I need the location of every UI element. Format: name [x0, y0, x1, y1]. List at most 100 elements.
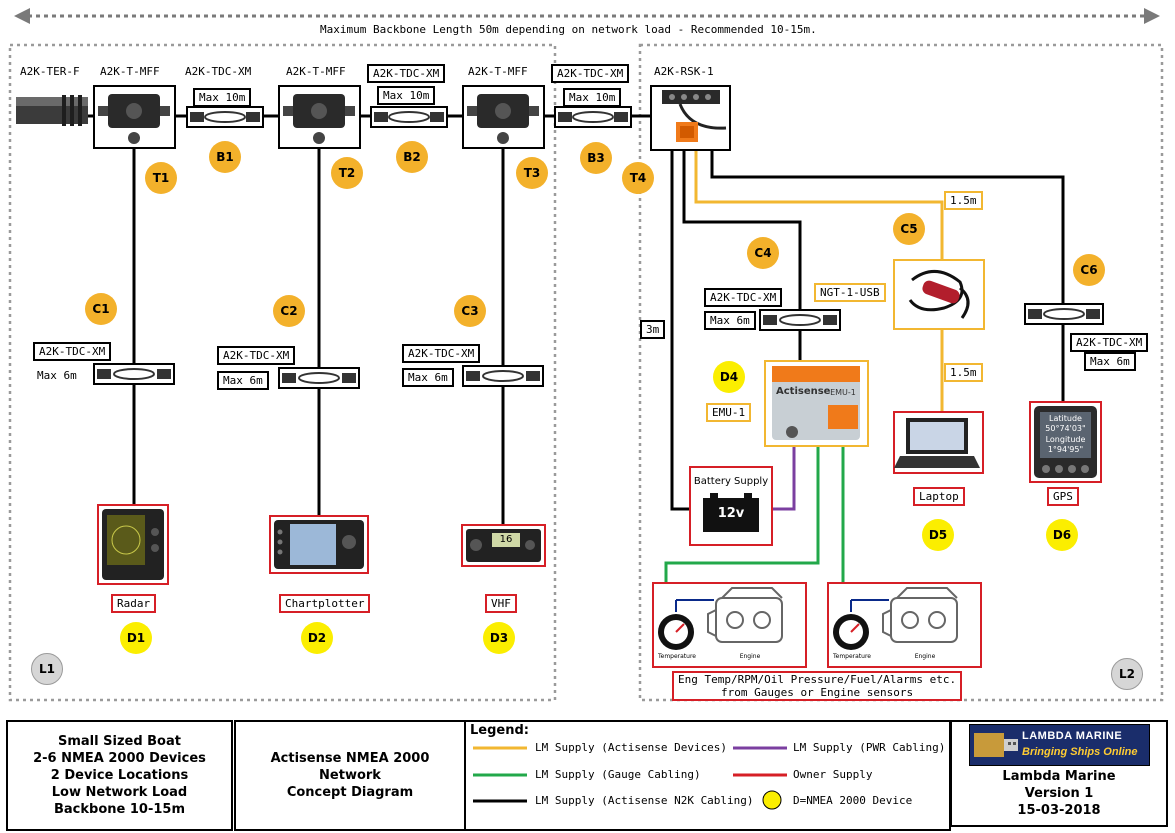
node-d2: D2 — [301, 622, 333, 654]
caption-radar: Radar — [111, 594, 157, 613]
label-max-b3: Max 10m — [563, 88, 622, 107]
company-date: 15-03-2018 — [1017, 803, 1101, 818]
backbone-banner: Maximum Backbone Length 50m depending on… — [320, 23, 817, 36]
gps-lat-label: Latitude — [1049, 414, 1082, 423]
company-name: Lambda Marine — [1002, 769, 1116, 784]
label-c1-max: Max 6m — [33, 368, 81, 383]
radar-device — [97, 504, 169, 585]
legend-n2k: LM Supply (Actisense N2K Cabling) — [535, 794, 754, 807]
node-l1: L1 — [31, 653, 63, 685]
label-c3-tdc: A2K-TDC-XM — [402, 344, 481, 363]
node-c3: C3 — [454, 295, 486, 327]
cable-usb-c5 — [694, 150, 944, 260]
footer-title: Actisense NMEA 2000 Network Concept Diag… — [234, 720, 466, 831]
drop-cable-box-c1 — [93, 363, 175, 385]
label-1-5m-lower: 1.5m — [944, 363, 983, 382]
footer-summary: Small Sized Boat 2-6 NMEA 2000 Devices 2… — [6, 720, 233, 831]
gauge-temp-label-2: Temperature — [832, 653, 871, 660]
company-version: Version 1 — [1024, 786, 1094, 801]
terminator — [16, 95, 88, 126]
node-c6: C6 — [1073, 254, 1105, 286]
node-c1: C1 — [85, 293, 117, 325]
label-emu: EMU-1 — [706, 403, 752, 422]
rsk-hub — [650, 85, 731, 151]
gps-lon-label: Longitude — [1045, 435, 1086, 444]
label-tdc2: A2K-TDC-XM — [367, 64, 446, 83]
label-3m: 3m — [640, 320, 666, 339]
node-d4: D4 — [713, 361, 745, 393]
cable-3m-battery — [670, 150, 690, 511]
location-l1-area — [8, 43, 557, 702]
label-ter: A2K-TER-F — [20, 65, 80, 78]
vhf-display: 16 — [499, 534, 513, 545]
tee-connector-t3 — [462, 85, 545, 149]
node-l2: L2 — [1111, 658, 1143, 690]
label-c4-max: Max 6m — [704, 311, 756, 330]
drop-cable-box-c2 — [278, 367, 360, 389]
label-c6-max: Max 6m — [1084, 352, 1136, 371]
drop-cable-box-c6 — [1024, 303, 1104, 325]
ngt-usb-device — [893, 259, 985, 330]
pwr-cable — [772, 446, 796, 511]
tee-connector-t1 — [93, 85, 176, 149]
node-d3: D3 — [483, 622, 515, 654]
caption-laptop: Laptop — [913, 487, 965, 506]
node-c2: C2 — [273, 295, 305, 327]
drop-cable-c4 — [682, 150, 802, 362]
gps-lat: 50°74'03" — [1045, 424, 1086, 433]
label-c4-tdc: A2K-TDC-XM — [704, 288, 783, 307]
node-d1: D1 — [120, 622, 152, 654]
laptop-device — [893, 411, 984, 474]
label-max-b1: Max 10m — [193, 88, 252, 107]
summary-line-2: 2-6 NMEA 2000 Devices — [33, 751, 206, 766]
emu-device — [764, 360, 869, 447]
summary-line-3: 2 Device Locations — [50, 768, 189, 783]
backbone-cable-b2 — [370, 106, 448, 128]
battery-voltage: 12v — [717, 506, 745, 521]
title-line-1: Actisense NMEA 2000 — [270, 751, 430, 766]
backbone-length-arrow — [14, 8, 1160, 24]
label-c2-tdc: A2K-TDC-XM — [217, 346, 296, 365]
label-tdc1: A2K-TDC-XM — [185, 65, 252, 78]
summary-line-5: Backbone 10-15m — [54, 802, 185, 817]
summary-line-4: Low Network Load — [51, 785, 188, 800]
label-c6-tdc: A2K-TDC-XM — [1070, 333, 1149, 352]
company-logo: LAMBDA MARINE Bringing Ships Online — [969, 724, 1150, 766]
summary-line-1: Small Sized Boat — [58, 734, 181, 749]
tee-connector-t2 — [278, 85, 361, 149]
drop-cable-box-c4 — [759, 309, 841, 331]
node-d5: D5 — [922, 519, 954, 551]
label-1-5m-upper: 1.5m — [944, 191, 983, 210]
drop-cable-c6 — [710, 150, 1065, 402]
logo-text: LAMBDA MARINE — [1022, 730, 1123, 742]
label-max-b2: Max 10m — [377, 86, 436, 105]
node-b3: B3 — [580, 142, 612, 174]
legend-device: D=NMEA 2000 Device — [793, 794, 913, 807]
legend-title: Legend: — [470, 723, 529, 738]
legend-owner: Owner Supply — [793, 768, 873, 781]
label-rsk: A2K-RSK-1 — [654, 65, 714, 78]
emu-brand: Actisense — [776, 386, 831, 397]
node-t2: T2 — [331, 157, 363, 189]
node-c4: C4 — [747, 237, 779, 269]
engine-note-line-2: from Gauges or Engine sensors — [721, 686, 914, 699]
caption-chartplotter: Chartplotter — [279, 594, 371, 613]
node-b2: B2 — [396, 141, 428, 173]
node-c5: C5 — [893, 213, 925, 245]
label-t1: A2K-T-MFF — [100, 65, 160, 78]
legend-actisense: LM Supply (Actisense Devices) — [535, 741, 728, 754]
legend-device-circle — [762, 790, 782, 810]
gps-lon: 1°94'95" — [1047, 445, 1084, 454]
battery-supply — [689, 466, 773, 546]
legend-gauge: LM Supply (Gauge Cabling) — [535, 768, 701, 781]
label-t2: A2K-T-MFF — [286, 65, 346, 78]
caption-vhf: VHF — [485, 594, 517, 613]
gauge-cable-1 — [664, 446, 820, 583]
gauge-engine-label-2: Engine — [914, 653, 936, 660]
caption-gps: GPS — [1047, 487, 1079, 506]
vhf-device — [461, 524, 546, 567]
engine-gauge-panel-2 — [827, 582, 982, 668]
battery-title: Battery Supply — [693, 476, 769, 487]
emu-model: EMU-1 — [830, 388, 856, 397]
label-tdc3: A2K-TDC-XM — [551, 64, 630, 83]
